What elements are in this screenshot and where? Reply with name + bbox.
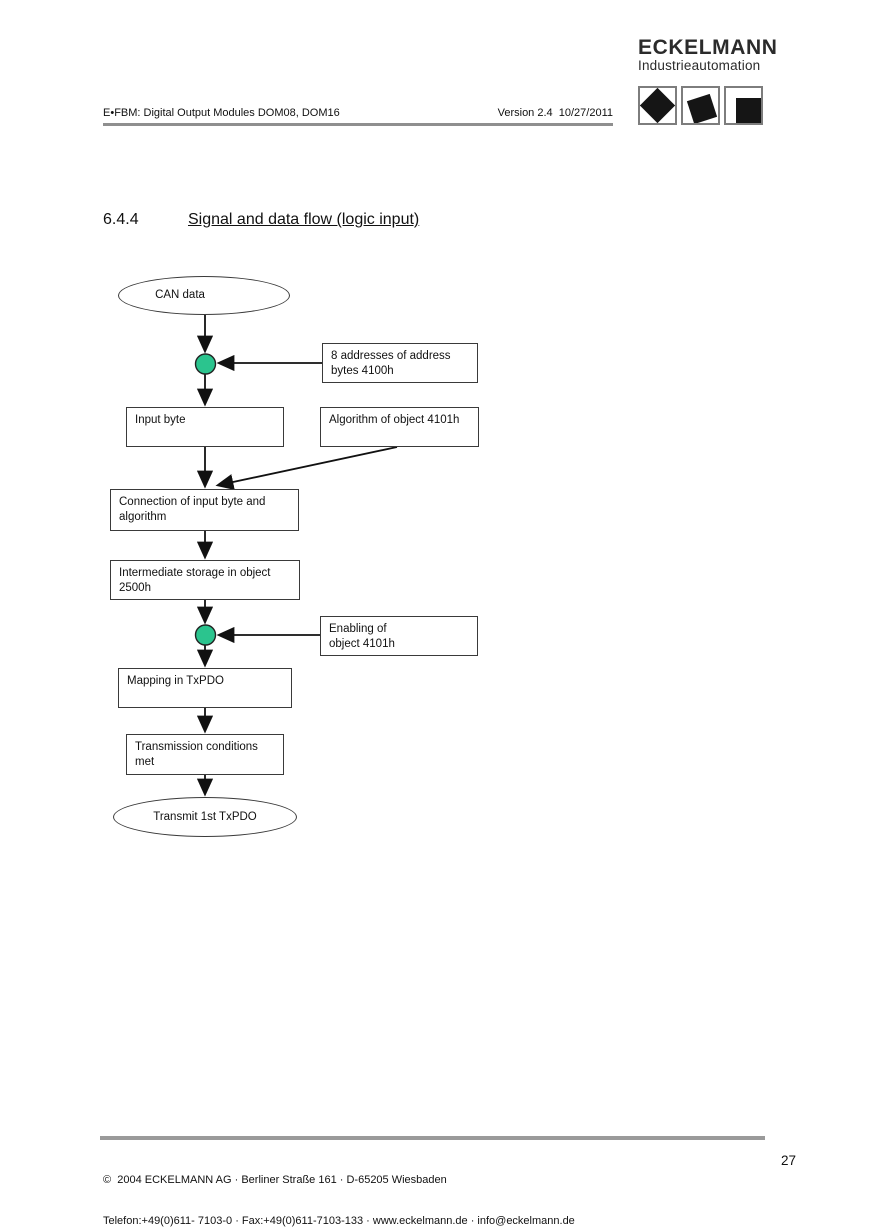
node-enabling-line2: object 4101h	[329, 637, 395, 650]
node-algorithm: Algorithm of object 4101h	[320, 407, 479, 447]
node-intermediate-line2: 2500h	[119, 581, 151, 594]
node-input-byte: Input byte	[126, 407, 284, 447]
node-transmit-label: Transmit 1st TxPDO	[153, 810, 257, 823]
arrow-algorithm-to-connection	[215, 446, 398, 490]
node-8-addresses-line1: 8 addresses of address	[331, 350, 451, 362]
logo-tilted-square-icon	[681, 86, 720, 125]
section-title: Signal and data flow (logic input)	[188, 211, 420, 228]
logo-diamond-icon	[638, 86, 677, 125]
node-transmission-line1: Transmission conditions	[135, 741, 258, 753]
node-8-addresses-line2: bytes 4100h	[331, 364, 394, 377]
section-number: 6.4.4	[103, 211, 139, 228]
node-enabling-line1: Enabling of	[329, 623, 387, 635]
node-transmission-line2: met	[135, 755, 155, 768]
node-transmission: Transmission conditions met	[126, 734, 284, 775]
company-logo: ECKELMANN Industrieautomation	[638, 36, 778, 125]
junction-node-2	[194, 624, 217, 646]
node-enabling: Enabling of object 4101h	[320, 616, 478, 656]
node-mapping: Mapping in TxPDO	[118, 668, 292, 708]
node-transmit-txpdo: Transmit 1st TxPDO	[113, 797, 297, 837]
page-number: 27	[781, 1153, 797, 1168]
node-intermediate-line1: Intermediate storage in object	[119, 567, 271, 579]
junction-node-1	[194, 353, 217, 375]
header-document-title: E•FBM: Digital Output Modules DOM08, DOM…	[103, 107, 340, 119]
node-connection-line1: Connection of input byte and	[119, 496, 266, 508]
node-can-data-label: CAN data	[155, 289, 205, 302]
footer-address-line: © 2004 ECKELMANN AG · Berliner Straße 16…	[103, 1174, 447, 1186]
section-heading: 6.4.4 Signal and data flow (logic input)	[103, 211, 419, 229]
node-algorithm-label: Algorithm of object 4101h	[329, 414, 460, 426]
node-intermediate-storage: Intermediate storage in object 2500h	[110, 560, 300, 600]
page-header: E•FBM: Digital Output Modules DOM08, DOM…	[103, 106, 613, 126]
footer-contact-line: Telefon:+49(0)611- 7103-0 · Fax:+49(0)61…	[103, 1214, 575, 1227]
logo-brand-text: ECKELMANN	[638, 36, 778, 59]
node-connection: Connection of input byte and algorithm	[110, 489, 299, 531]
footer: © 2004 ECKELMANN AG · Berliner Straße 16…	[103, 1147, 575, 1230]
node-can-data: CAN data	[118, 276, 290, 315]
node-mapping-label: Mapping in TxPDO	[127, 675, 224, 687]
logo-corner-square-icon	[724, 86, 763, 125]
node-input-byte-label: Input byte	[135, 414, 186, 426]
header-version-date: Version 2.4 10/27/2011	[497, 107, 613, 119]
logo-subtitle-text: Industrieautomation	[638, 58, 761, 73]
footer-divider	[100, 1136, 765, 1140]
logo-squares	[638, 86, 772, 125]
node-8-addresses: 8 addresses of address bytes 4100h	[322, 343, 478, 383]
node-connection-line2: algorithm	[119, 510, 167, 523]
